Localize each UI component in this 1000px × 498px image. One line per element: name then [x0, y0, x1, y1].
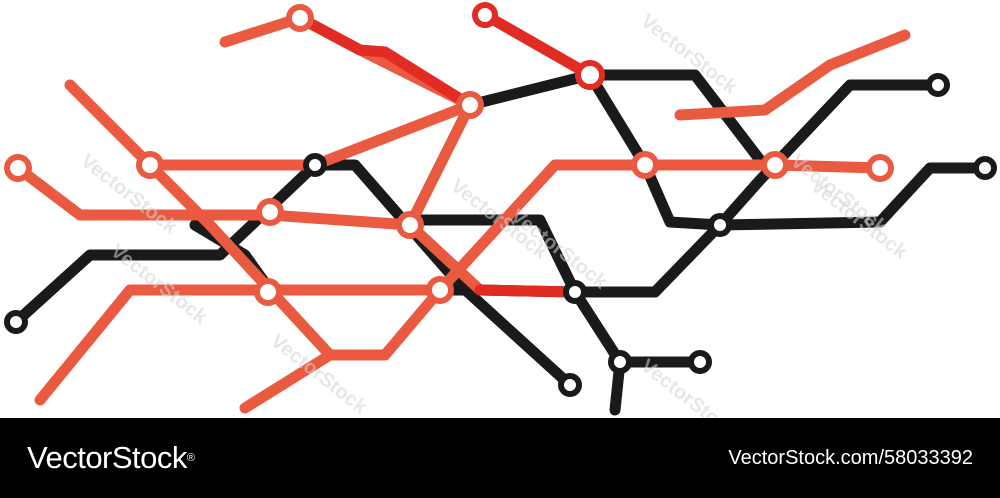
metro-line-red-e: [144, 159, 886, 361]
station-red: [286, 4, 314, 32]
station-black: [926, 73, 950, 97]
station-black: [4, 310, 28, 334]
station-red: [426, 276, 454, 304]
station-black: [558, 373, 582, 397]
station-black: [608, 350, 632, 374]
station-red: [866, 154, 894, 182]
station-dark-red: [472, 2, 498, 28]
station-red: [136, 151, 164, 179]
metro-map: [4, 2, 997, 416]
registered-mark: ®: [186, 452, 195, 464]
metro-line-red-g: [239, 349, 336, 414]
station-red: [254, 278, 282, 306]
station-red: [631, 151, 659, 179]
metro-stations: [4, 2, 997, 397]
station-black: [973, 156, 997, 180]
metro-line-red-h: [674, 29, 911, 121]
metro-line-dark-red-link: [474, 284, 581, 298]
footer-bar: VectorStock® VectorStock.com/58033392: [0, 418, 1000, 498]
metro-line-black-b: [189, 79, 944, 298]
station-red: [256, 198, 284, 226]
metro-line-red-a-dark: [294, 12, 476, 111]
metro-line-red-a: [219, 12, 476, 111]
station-red: [4, 154, 32, 182]
brand-name: VectorStock: [27, 440, 187, 475]
station-red: [456, 91, 484, 119]
station-black: [303, 153, 327, 177]
station-red: [396, 211, 424, 239]
metro-line-red-b: [479, 9, 596, 81]
station-dark-red: [575, 60, 605, 90]
vectorstock-logo: VectorStock®: [27, 438, 195, 478]
metro-line-red-f: [34, 284, 446, 406]
metro-line-black-a: [10, 159, 576, 391]
station-black: [563, 280, 587, 304]
metro-lines: [10, 9, 991, 416]
metro-line-red-c: [12, 162, 416, 231]
metro-line-red-d: [64, 79, 486, 296]
station-black: [688, 350, 712, 374]
image-credit: VectorStock.com/58033392: [728, 447, 973, 469]
station-black: [708, 213, 732, 237]
station-red: [761, 151, 789, 179]
